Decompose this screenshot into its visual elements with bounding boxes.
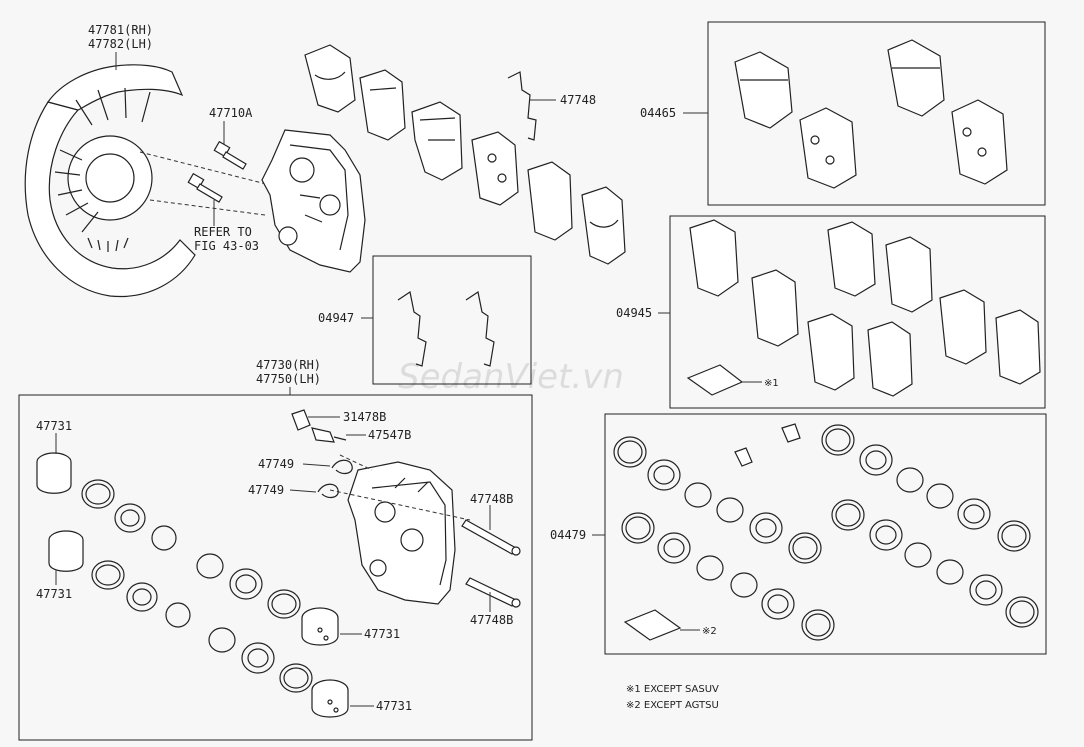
pad-kit-04945-contents [686,219,1041,397]
pad-pin-clip-2 [317,483,339,499]
piston-1 [36,452,72,494]
caliper-assembly-box [18,394,533,741]
brake-pad-4 [581,186,626,265]
label-04465: 04465 [640,106,676,120]
label-04479: 04479 [550,528,586,542]
footnote-2: ※2 EXCEPT AGTSU [626,700,719,711]
label-pin-2: 47748B [470,613,513,627]
label-piston-2: 47731 [36,587,72,601]
pad-pin-clip-1 [331,459,353,475]
label-04945: 04945 [616,306,652,320]
label-shield-lh: 47782(LH) [88,37,153,51]
label-piston-1: 47731 [36,419,72,433]
caliper-lower [347,461,456,605]
label-caliper-lh: 47750(LH) [256,372,321,386]
seal-kit-04479-contents [613,423,1039,641]
disc-brake-dust-shield [24,64,196,298]
alignment-line [139,151,271,186]
watermark: SedanViet.vn [398,357,624,397]
piston-4 [311,679,349,718]
label-04947: 04947 [318,311,354,325]
kit-04479-box [604,413,1047,655]
footnote-1: ※1 EXCEPT SASUV [626,684,719,695]
pad-support-pin-2 [465,577,521,608]
alignment-line [149,199,266,216]
anti-squeal-spring [507,71,537,141]
label-piston-3: 47731 [364,627,400,641]
leader-clip-1 [302,463,331,467]
bolt-lower [187,172,223,203]
label-bolt: 47710A [209,106,253,120]
label-bleeder: 47547B [368,428,411,442]
pad-support-pin-1 [461,519,521,556]
brake-pad-shim-2 [471,131,519,206]
label-piston-4: 47731 [376,699,412,713]
label-cap: 31478B [343,410,386,424]
piston-3 [301,607,339,646]
pad-kit-04465-contents [734,39,1008,189]
label-clip-2: 47749 [248,483,284,497]
label-refer-fig: FIG 43-03 [194,239,259,253]
kit-04947-box [372,255,532,385]
brake-pad-2 [411,101,463,181]
piston-2 [48,530,84,572]
brake-pad-3 [527,161,573,241]
spring-kit-04947-contents [397,291,495,367]
alignment-line [329,489,471,521]
mark-1: ※1 [764,378,779,389]
brake-pad-1 [304,44,356,113]
bolt-upper [213,140,247,170]
piston-seals [81,479,313,693]
label-clip-1: 47749 [258,457,294,471]
mark-2: ※2 [702,626,717,637]
label-spring: 47748 [560,93,596,107]
bleeder-plug-cap [291,409,311,431]
leader-clip-2 [289,489,317,493]
label-refer-to: REFER TO [194,225,252,239]
alignment-line [339,454,373,471]
brake-pad-shim-1 [359,69,406,141]
caliper-upper [261,129,366,273]
label-caliper-rh: 47730(RH) [256,358,321,372]
label-pin-1: 47748B [470,492,513,506]
label-shield-rh: 47781(RH) [88,23,153,37]
kit-04945-box [669,215,1046,409]
bleeder-plug [311,427,347,443]
